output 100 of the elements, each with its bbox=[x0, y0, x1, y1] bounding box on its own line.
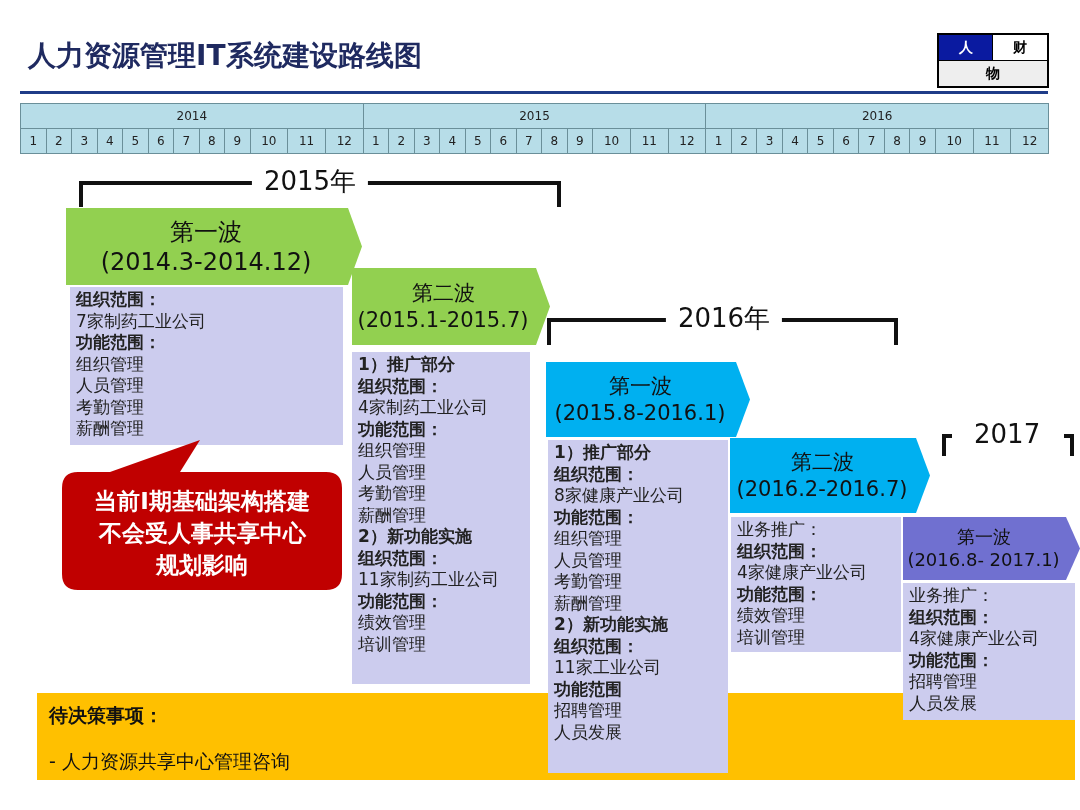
scope-text: 人员发展 bbox=[554, 721, 623, 743]
scope-text: 组织范围： bbox=[358, 375, 444, 397]
date-range: (2015.8-2016.1) bbox=[554, 399, 727, 426]
month-cell: 7 bbox=[516, 129, 543, 154]
scope-text: 组织范围： bbox=[76, 289, 162, 311]
speech-bubble bbox=[62, 440, 342, 590]
scope-text: 7家制药工业公司 bbox=[76, 310, 207, 332]
month-cell: 4 bbox=[782, 129, 809, 154]
month-cell: 1 bbox=[706, 129, 732, 154]
scope-panel bbox=[548, 440, 728, 773]
scope-text: 组织范围： bbox=[554, 463, 640, 485]
period-label: 2016年 bbox=[665, 305, 783, 331]
scope-panel bbox=[352, 352, 530, 684]
scope-text: 功能范围： bbox=[358, 418, 444, 440]
wave-banner bbox=[352, 268, 550, 345]
month-cell: 11 bbox=[288, 129, 326, 154]
year-cell: 2015 bbox=[363, 104, 707, 129]
scope-text: 组织范围： bbox=[909, 606, 995, 628]
month-cell: 5 bbox=[808, 129, 834, 154]
scope-text: 功能范围： bbox=[737, 583, 823, 605]
month-cell: 6 bbox=[833, 129, 860, 154]
scope-text: 人员管理 bbox=[76, 375, 145, 397]
month-cell: 2 bbox=[731, 129, 758, 154]
pending-band bbox=[37, 693, 548, 780]
month-cell: 3 bbox=[414, 129, 441, 154]
scope-text: 1）推广部分 bbox=[358, 354, 456, 376]
scope-text: 2）新功能实施 bbox=[358, 526, 473, 548]
band-item: - 人力资源共享中心管理咨询 bbox=[49, 749, 291, 773]
scope-text: 4家健康产业公司 bbox=[909, 628, 1040, 650]
wave-heading: 第二波 bbox=[790, 449, 855, 476]
table-cell: 人 bbox=[939, 35, 993, 61]
month-cell: 3 bbox=[757, 129, 783, 154]
scope-text: 功能范围： bbox=[358, 590, 444, 612]
scope-text: 考勤管理 bbox=[358, 483, 427, 505]
date-range: (2016.8- 2017.1) bbox=[907, 548, 1061, 571]
month-cell: 7 bbox=[174, 129, 200, 154]
scope-text: 业务推广： bbox=[909, 585, 995, 607]
month-cell: 4 bbox=[440, 129, 466, 154]
month-cell: 9 bbox=[225, 129, 251, 154]
month-cell: 2 bbox=[389, 129, 415, 154]
month-cell: 9 bbox=[910, 129, 936, 154]
wave-banner bbox=[730, 438, 930, 513]
scope-panel bbox=[903, 583, 1075, 720]
scope-text: 11家工业公司 bbox=[554, 657, 662, 679]
scope-text: 业务推广： bbox=[737, 519, 823, 541]
period-label: 2017 bbox=[974, 421, 1041, 447]
wave-heading: 第一波 bbox=[170, 216, 243, 247]
month-cell: 8 bbox=[542, 129, 568, 154]
scope-text: 4家制药工业公司 bbox=[358, 397, 489, 419]
date-range: (2016.2-2016.7) bbox=[736, 475, 909, 502]
scope-text: 人员管理 bbox=[358, 461, 427, 483]
month-cell: 1 bbox=[363, 129, 390, 154]
scope-text: 绩效管理 bbox=[358, 612, 427, 634]
date-range: (2015.1-2015.7) bbox=[357, 306, 530, 333]
scope-text: 人员发展 bbox=[909, 692, 978, 714]
month-cell: 8 bbox=[884, 129, 911, 154]
scope-text: 培训管理 bbox=[358, 633, 427, 655]
month-cell: 12 bbox=[668, 129, 707, 154]
scope-text: 薪酬管理 bbox=[554, 592, 623, 614]
month-cell: 12 bbox=[1011, 129, 1050, 154]
month-cell: 5 bbox=[123, 129, 149, 154]
scope-text: 培训管理 bbox=[737, 626, 806, 648]
month-cell: 6 bbox=[148, 129, 174, 154]
month-cell: 2 bbox=[46, 129, 72, 154]
table-cell: 物 bbox=[939, 60, 1047, 86]
wave-heading: 第一波 bbox=[608, 373, 673, 400]
scope-text: 组织范围： bbox=[358, 547, 444, 569]
month-cell: 8 bbox=[199, 129, 225, 154]
scope-text: 功能范围 bbox=[554, 678, 623, 700]
month-cell: 4 bbox=[97, 129, 123, 154]
scope-text: 11家制药工业公司 bbox=[358, 569, 500, 591]
month-cell: 12 bbox=[325, 129, 364, 154]
scope-text: 功能范围： bbox=[554, 506, 640, 528]
scope-text: 薪酬管理 bbox=[76, 418, 145, 440]
wave-heading: 第二波 bbox=[411, 280, 476, 307]
scope-text: 考勤管理 bbox=[76, 396, 145, 418]
wave-banner bbox=[903, 517, 1080, 580]
date-range: (2014.3-2014.12) bbox=[100, 246, 313, 277]
month-cell: 7 bbox=[859, 129, 885, 154]
scope-text: 组织范围： bbox=[737, 540, 823, 562]
period-label: 2015年 bbox=[251, 168, 369, 194]
month-cell: 10 bbox=[593, 129, 631, 154]
scope-text: 组织管理 bbox=[76, 353, 145, 375]
band-heading: 待决策事项： bbox=[49, 703, 164, 727]
scope-text: 考勤管理 bbox=[554, 571, 623, 593]
month-cell: 3 bbox=[72, 129, 98, 154]
scope-text: 人员管理 bbox=[554, 549, 623, 571]
year-cell: 2016 bbox=[706, 104, 1049, 129]
scope-text: 招聘管理 bbox=[554, 700, 623, 722]
page-title: 人力资源管理IT系统建设路线图 bbox=[28, 42, 422, 70]
callout-text: 当前I期基础架构搭建不会受人事共享中心规划影响 bbox=[93, 487, 311, 580]
scope-text: 8家健康产业公司 bbox=[554, 485, 685, 507]
wave-banner bbox=[66, 208, 362, 285]
month-cell: 1 bbox=[21, 129, 47, 154]
scope-text: 功能范围： bbox=[76, 332, 162, 354]
month-cell: 10 bbox=[250, 129, 289, 154]
scope-text: 绩效管理 bbox=[737, 605, 806, 627]
month-cell: 5 bbox=[465, 129, 492, 154]
scope-text: 组织范围： bbox=[554, 635, 640, 657]
month-cell: 10 bbox=[935, 129, 974, 154]
